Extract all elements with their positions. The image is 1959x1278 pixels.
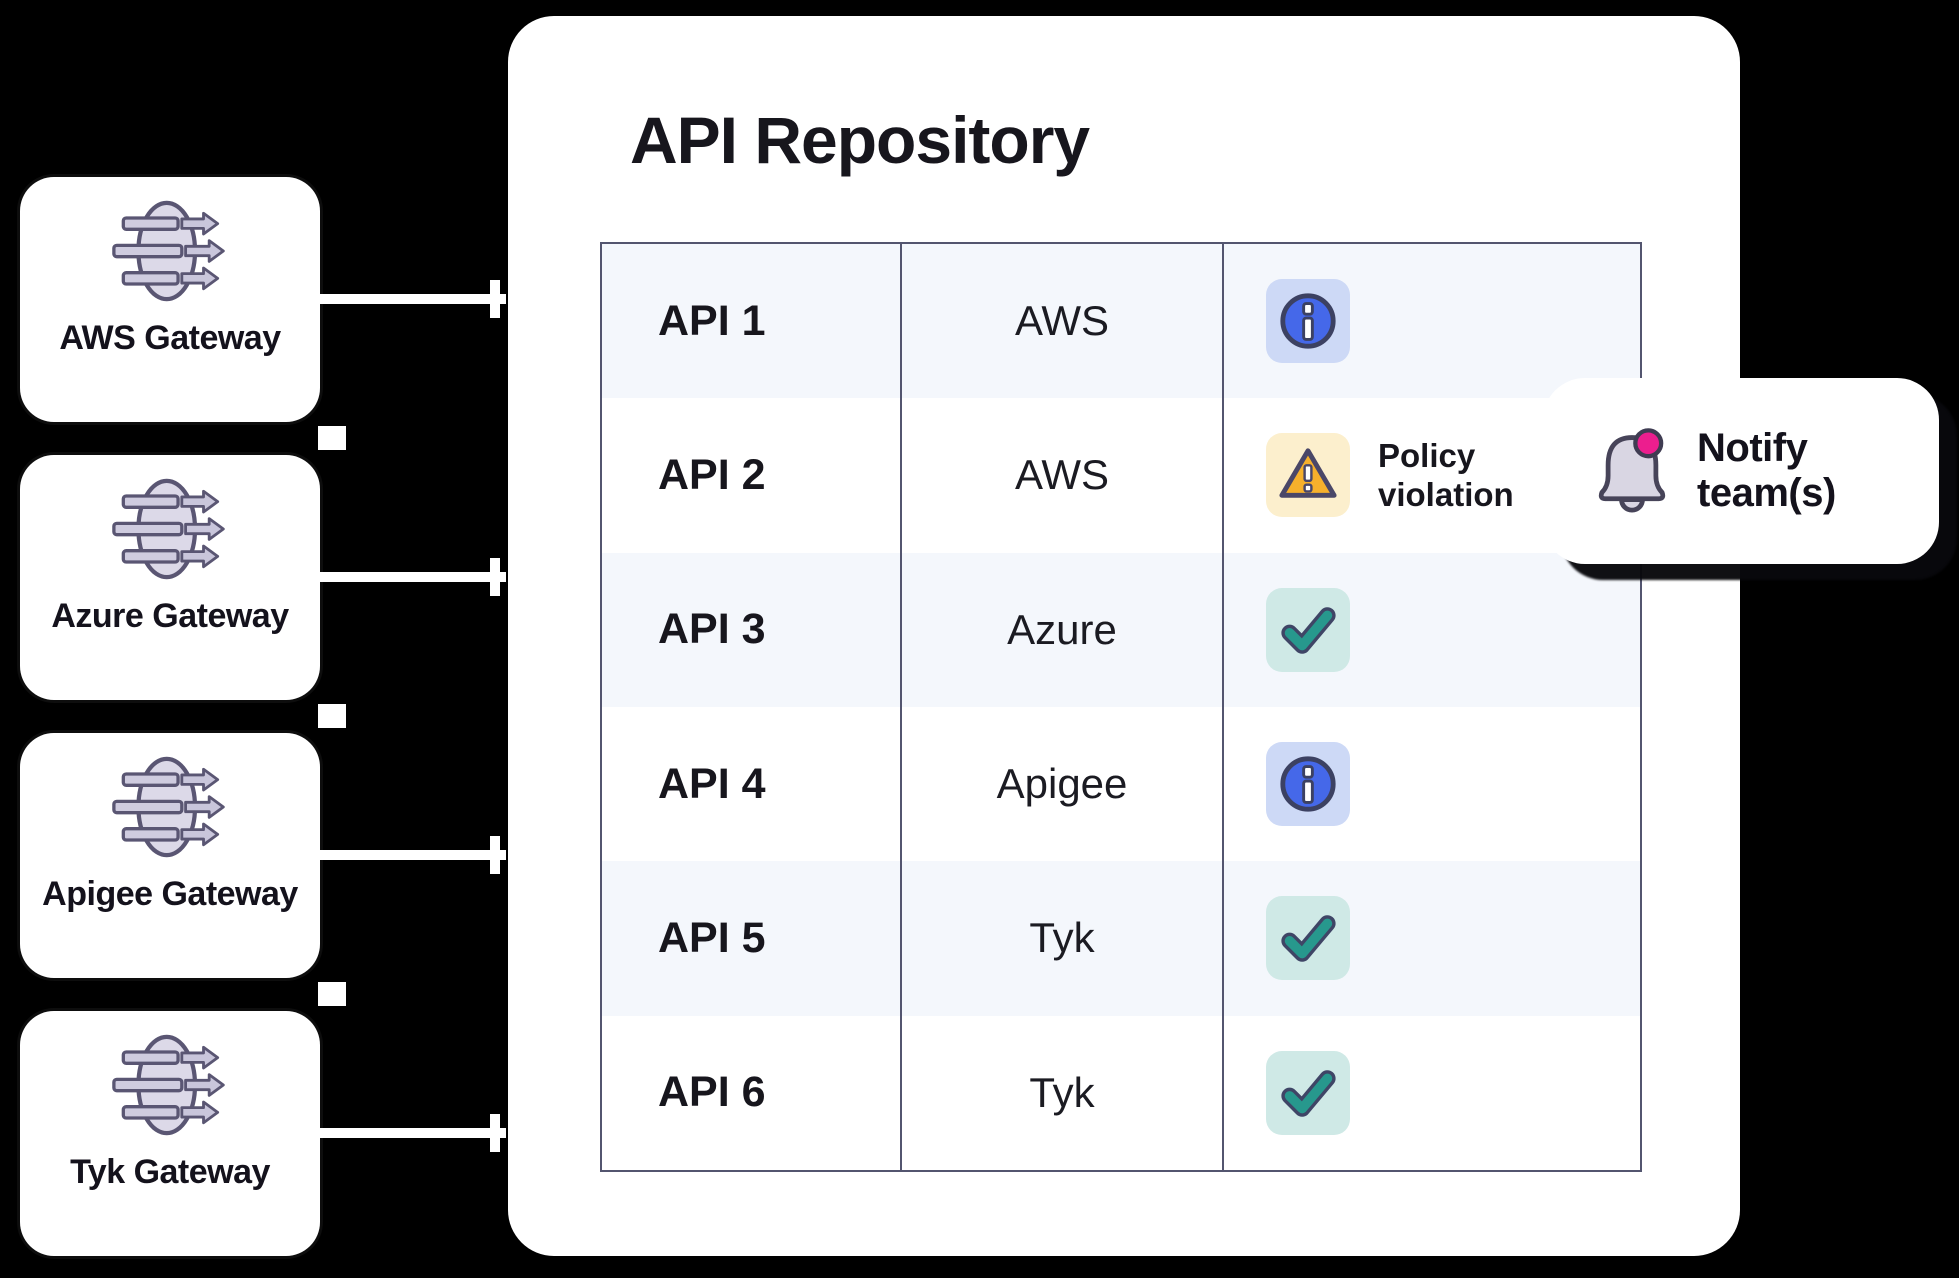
- api-name-cell: API 3: [602, 552, 900, 707]
- gateway-cell: Azure: [900, 552, 1222, 707]
- connector-line-tyk: [316, 1128, 506, 1138]
- warning-icon: [1266, 433, 1350, 518]
- gateway-icon: [112, 1033, 229, 1137]
- status-cell: [1222, 1015, 1640, 1170]
- gateway-icon: [112, 477, 229, 581]
- api-name-cell: API 4: [602, 706, 900, 862]
- gateway-cell: AWS: [900, 244, 1222, 399]
- status-cell: [1222, 244, 1640, 399]
- page-title: API Repository: [630, 103, 1090, 177]
- check-icon: [1266, 1050, 1350, 1135]
- gateway-card-label: Azure Gateway: [51, 597, 289, 635]
- api-repository-panel: API Repository API 1 AWS API 2 AWS Polic…: [508, 16, 1740, 1256]
- check-icon: [1266, 587, 1350, 672]
- notify-teams-label: Notify team(s): [1697, 426, 1836, 515]
- card-junction-tab: [318, 704, 346, 728]
- status-cell: [1222, 706, 1640, 862]
- status-cell: [1222, 552, 1640, 707]
- gateway-cell: AWS: [900, 398, 1222, 553]
- gateway-card-label: Apigee Gateway: [42, 875, 298, 913]
- bell-icon: [1589, 421, 1675, 521]
- info-icon: [1266, 279, 1350, 364]
- notify-teams-callout[interactable]: Notify team(s): [1543, 378, 1939, 564]
- gateway-cell: Tyk: [900, 1015, 1222, 1170]
- status-label: Policy violation: [1378, 436, 1514, 514]
- connector-line-apigee: [316, 850, 506, 860]
- gateway-icon: [112, 199, 229, 303]
- gateway-card-tyk: Tyk Gateway: [20, 1011, 320, 1256]
- gateway-card-apigee: Apigee Gateway: [20, 733, 320, 978]
- status-cell: [1222, 861, 1640, 1016]
- gateway-cell: Apigee: [900, 706, 1222, 862]
- gateway-card-label: AWS Gateway: [59, 319, 281, 357]
- api-name-cell: API 1: [602, 244, 900, 399]
- api-name-cell: API 2: [602, 398, 900, 553]
- connector-line-azure: [316, 572, 506, 582]
- card-junction-tab: [318, 982, 346, 1006]
- api-name-cell: API 6: [602, 1015, 900, 1170]
- check-icon: [1266, 896, 1350, 981]
- gateway-cell: Tyk: [900, 861, 1222, 1016]
- connector-line-aws: [316, 294, 506, 304]
- card-junction-tab: [318, 426, 346, 450]
- gateway-card-azure: Azure Gateway: [20, 455, 320, 700]
- gateway-icon: [112, 755, 229, 859]
- gateway-card-aws: AWS Gateway: [20, 177, 320, 422]
- api-table: API 1 AWS API 2 AWS Policy violation API…: [600, 242, 1642, 1172]
- info-icon: [1266, 742, 1350, 827]
- gateway-card-label: Tyk Gateway: [70, 1153, 270, 1191]
- api-name-cell: API 5: [602, 861, 900, 1016]
